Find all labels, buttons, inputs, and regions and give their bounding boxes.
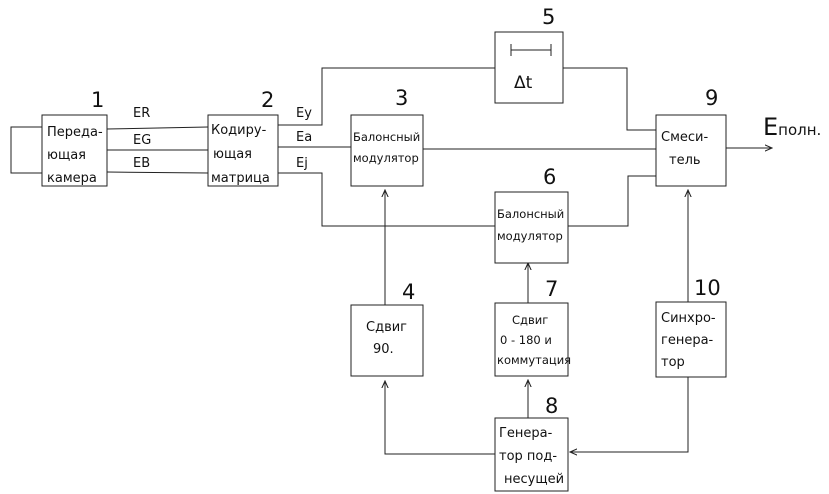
wire-er xyxy=(106,126,209,130)
syncgen-line-1: Синхро- xyxy=(661,311,716,326)
block-shift180: Сдвиг 0 - 180 и коммутация xyxy=(494,302,571,377)
wire-sync-sub xyxy=(570,377,689,452)
wire-ej xyxy=(278,172,495,227)
wires xyxy=(10,67,772,455)
shift90-line-1: Сдвиг xyxy=(366,320,407,335)
shift180-line-2: 0 - 180 и xyxy=(500,333,552,347)
modulator2-line-1: Балонсный xyxy=(497,207,564,221)
modulator1-line-2: модулятор xyxy=(353,151,419,165)
camera-line-3: камера xyxy=(47,171,97,186)
matrix-line-1: Кодиру- xyxy=(211,123,267,138)
mixer-line-2: тель xyxy=(669,153,701,168)
shift90-line-2: 90. xyxy=(373,342,394,357)
block-delay: Δt xyxy=(494,31,564,104)
shift180-line-3: коммутация xyxy=(497,353,571,367)
matrix-line-2: ющая xyxy=(213,147,252,162)
modulator2-number: 6 xyxy=(543,165,556,189)
signal-er: ER xyxy=(133,106,150,121)
wire-sub-shift90 xyxy=(385,381,495,455)
wire-delay-mixer xyxy=(563,67,656,131)
subcarrier-line-3: несущей xyxy=(504,472,564,487)
wire-ey-delay xyxy=(278,67,495,126)
delay-symbol: Δt xyxy=(514,73,533,93)
signal-ey: Ey xyxy=(296,106,312,121)
subcarrier-line-2: тор под- xyxy=(499,449,557,464)
modulator1-line-1: Балонсный xyxy=(353,130,420,144)
subcarrier-line-1: Генера- xyxy=(499,426,553,441)
delay-number: 5 xyxy=(542,5,555,29)
output-label: Eполн. xyxy=(763,113,821,141)
shift180-line-1: Сдвиг xyxy=(512,313,548,327)
wire-mod6-mixer xyxy=(568,175,656,227)
shift90-number: 4 xyxy=(402,280,415,304)
mixer-line-1: Смеси- xyxy=(661,130,708,145)
matrix-line-3: матрица xyxy=(211,171,270,186)
syncgen-line-2: генера- xyxy=(661,333,714,348)
modulator2-line-2: модулятор xyxy=(497,229,563,243)
block-shift90: Сдвиг 90. xyxy=(350,304,424,377)
signal-eb: EB xyxy=(133,156,150,171)
camera-input-loop xyxy=(10,126,42,174)
wire-eb xyxy=(106,171,209,174)
block-matrix: Кодиру- ющая матрица xyxy=(207,114,279,187)
shift180-number: 7 xyxy=(545,277,558,301)
block-subcarrier: Генера- тор под- несущей xyxy=(494,417,569,492)
signal-ej: Ej xyxy=(296,156,308,171)
mixer-number: 9 xyxy=(705,86,718,110)
block-modulator-2: Балонсный модулятор xyxy=(494,191,569,264)
syncgen-number: 10 xyxy=(694,276,721,300)
camera-line-1: Переда- xyxy=(47,125,103,140)
subcarrier-number: 8 xyxy=(545,394,558,418)
block-syncgen: Синхро- генера- тор xyxy=(655,301,727,378)
signal-eg: EG xyxy=(133,133,151,148)
block-modulator-1: Балонсный модулятор xyxy=(350,114,424,187)
camera-number: 1 xyxy=(91,88,104,112)
camera-line-2: ющая xyxy=(47,148,86,163)
matrix-number: 2 xyxy=(261,88,274,112)
signal-ea: Ea xyxy=(296,130,312,145)
block-camera: Переда- ющая камера xyxy=(41,114,108,187)
syncgen-line-3: тор xyxy=(661,355,685,370)
modulator1-number: 3 xyxy=(395,86,408,110)
block-mixer: Смеси- тель xyxy=(655,114,727,187)
